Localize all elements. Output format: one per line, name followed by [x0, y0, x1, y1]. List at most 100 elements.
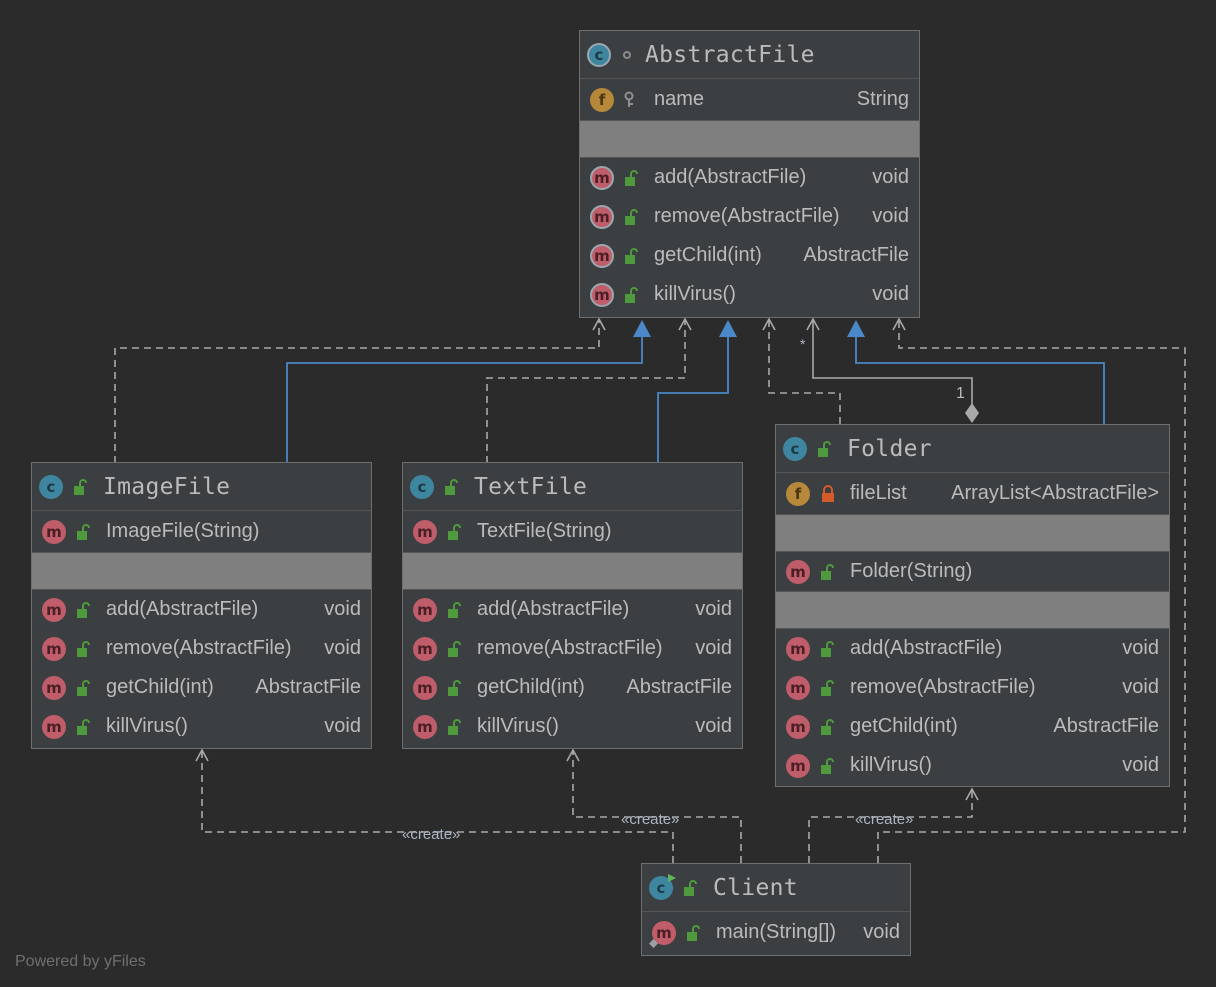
divider — [32, 589, 371, 590]
constructor-row[interactable]: m Folder(String) — [776, 552, 1169, 591]
method-row[interactable]: m killVirus() void — [32, 707, 371, 746]
method-row[interactable]: m killVirus() void — [580, 275, 919, 314]
field-icon: f — [590, 87, 614, 112]
unlocked-padlock-icon — [74, 478, 87, 495]
unlocked-padlock-icon — [448, 718, 461, 735]
unlocked-padlock-icon — [77, 718, 90, 735]
class-name: Folder — [847, 435, 932, 462]
unlocked-padlock-icon — [448, 640, 461, 657]
method-row[interactable]: m remove(AbstractFile) void — [403, 629, 742, 668]
method-name: remove(AbstractFile) — [850, 676, 1036, 698]
method-icon: m — [786, 753, 810, 778]
method-name: add(AbstractFile) — [850, 637, 1003, 659]
runnable-class-icon: c — [649, 873, 676, 900]
field-row[interactable]: f name String — [580, 79, 919, 120]
arrowhead-open — [195, 748, 209, 762]
method-row[interactable]: m getChild(int) AbstractFile — [580, 236, 919, 275]
method-name: killVirus() — [477, 715, 559, 737]
empty-section — [403, 553, 742, 589]
method-name: add(AbstractFile) — [477, 598, 630, 620]
method-icon: m — [42, 636, 66, 661]
create-client-textfile — [572, 750, 742, 863]
method-row[interactable]: m add(AbstractFile) void — [32, 590, 371, 629]
class-icon: c — [783, 436, 807, 461]
class-header: c TextFile — [403, 463, 742, 511]
arrowhead-open — [892, 317, 906, 331]
method-row[interactable]: m killVirus() void — [403, 707, 742, 746]
dependency-imagefile-abstractfile — [114, 320, 600, 463]
method-row[interactable]: m remove(AbstractFile) void — [32, 629, 371, 668]
method-icon: m — [42, 675, 66, 700]
create-label-textfile: «create» — [621, 811, 680, 828]
divider — [776, 514, 1169, 515]
class-header: c AbstractFile — [580, 31, 919, 79]
method-row[interactable]: m remove(AbstractFile) void — [580, 197, 919, 236]
field-row[interactable]: f fileList ArrayList<AbstractFile> — [776, 473, 1169, 514]
method-return-type: AbstractFile — [255, 676, 361, 698]
divider — [580, 120, 919, 121]
method-row[interactable]: m remove(AbstractFile) void — [776, 668, 1169, 707]
arrowhead-open — [566, 748, 580, 762]
divider — [776, 591, 1169, 592]
arrowhead-open — [806, 317, 820, 331]
class-box-client[interactable]: c Client m main(String[]) void — [641, 863, 911, 956]
method-return-type: void — [1122, 676, 1159, 698]
method-icon: m — [786, 675, 810, 700]
dependency-textfile-abstractfile — [486, 320, 686, 463]
divider — [776, 628, 1169, 629]
method-icon: m — [42, 714, 66, 739]
method-return-type: void — [695, 637, 732, 659]
unlocked-padlock-icon — [821, 757, 834, 774]
field-type: ArrayList<AbstractFile> — [951, 482, 1159, 504]
key-icon — [624, 91, 634, 107]
method-icon: m — [786, 636, 810, 661]
method-row[interactable]: m add(AbstractFile) void — [403, 590, 742, 629]
class-header: c ImageFile — [32, 463, 371, 511]
method-name: getChild(int) — [654, 244, 762, 266]
method-icon: m — [42, 597, 66, 622]
field-name: name — [654, 88, 705, 110]
method-return-type: void — [324, 598, 361, 620]
static-method-icon: m — [649, 920, 676, 948]
method-row[interactable]: m killVirus() void — [776, 746, 1169, 785]
create-client-imagefile — [201, 750, 674, 863]
method-return-type: void — [324, 637, 361, 659]
aggregation-folder-abstractfile — [812, 320, 973, 405]
class-name: AbstractFile — [645, 41, 815, 68]
method-row[interactable]: m getChild(int) AbstractFile — [32, 668, 371, 707]
method-return-type: void — [695, 715, 732, 737]
class-box-abstractfile[interactable]: c AbstractFile f name String m add(Abstr… — [579, 30, 920, 318]
abstract-method-icon: m — [590, 165, 614, 190]
arrowhead-open — [762, 317, 776, 331]
method-return-type: AbstractFile — [626, 676, 732, 698]
multiplicity-many-label: * — [800, 336, 806, 352]
empty-section — [776, 515, 1169, 551]
unlocked-padlock-icon — [77, 640, 90, 657]
abstract-method-icon: m — [590, 282, 614, 307]
method-return-type: AbstractFile — [1053, 715, 1159, 737]
method-row[interactable]: m getChild(int) AbstractFile — [776, 707, 1169, 746]
method-name: getChild(int) — [106, 676, 214, 698]
method-name: add(AbstractFile) — [654, 166, 807, 188]
unlocked-padlock-icon — [448, 679, 461, 696]
class-box-folder[interactable]: c Folder f fileList ArrayList<AbstractFi… — [775, 424, 1170, 787]
abstract-method-icon: m — [590, 204, 614, 229]
field-icon: f — [786, 481, 810, 506]
method-row[interactable]: m add(AbstractFile) void — [580, 158, 919, 197]
constructor-row[interactable]: m ImageFile(String) — [32, 511, 371, 552]
method-row[interactable]: m getChild(int) AbstractFile — [403, 668, 742, 707]
unlocked-padlock-icon — [821, 640, 834, 657]
unlocked-padlock-icon — [625, 286, 638, 303]
class-name: ImageFile — [103, 473, 231, 500]
class-box-imagefile[interactable]: c ImageFile m ImageFile(String) m add(Ab… — [31, 462, 372, 749]
method-icon: m — [786, 714, 810, 739]
method-row[interactable]: m add(AbstractFile) void — [776, 629, 1169, 668]
method-name: killVirus() — [850, 754, 932, 776]
abstract-class-icon: c — [587, 42, 611, 67]
class-box-textfile[interactable]: c TextFile m TextFile(String) m add(Abst… — [402, 462, 743, 749]
method-return-type: void — [324, 715, 361, 737]
inheritance-arrowhead — [633, 320, 651, 337]
method-row[interactable]: m main(String[]) void — [642, 912, 910, 953]
constructor-row[interactable]: m TextFile(String) — [403, 511, 742, 552]
